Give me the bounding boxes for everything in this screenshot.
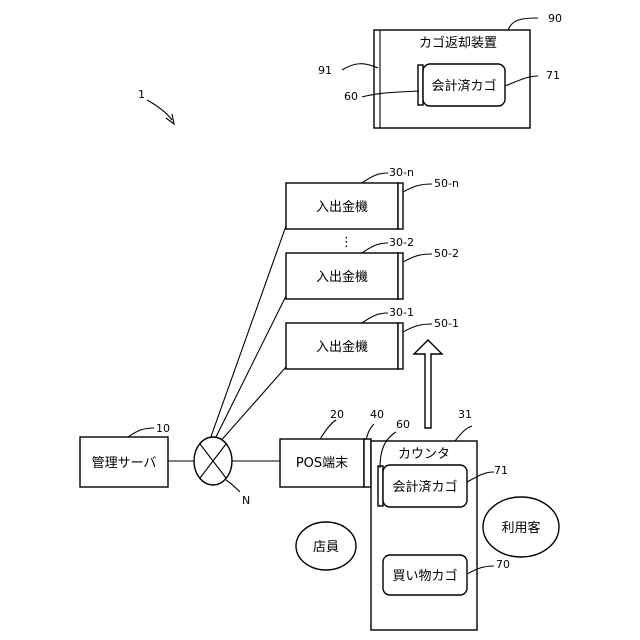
machine-2: 入出金機 [286, 253, 403, 299]
ref-n: N [242, 494, 250, 507]
counter: カウンタ 会計済カゴ 買い物カゴ [371, 441, 477, 630]
ref-71-top: 71 [546, 69, 560, 82]
figure-number: 1 [138, 88, 145, 101]
network-node [194, 437, 232, 485]
return-device: カゴ返却装置 会計済カゴ [374, 30, 530, 128]
leader-40 [366, 424, 374, 440]
ref-50-1: 50-1 [434, 317, 459, 330]
leader-90 [508, 18, 538, 30]
pos-connector [364, 439, 371, 487]
management-server-label: 管理サーバ [92, 456, 157, 471]
ref-71-counter: 71 [494, 464, 508, 477]
ref-20: 20 [330, 408, 344, 421]
leader-50-2 [403, 254, 432, 262]
leader-31 [455, 426, 472, 441]
link-network-machine-2 [213, 296, 286, 443]
ref-50-2: 50-2 [434, 247, 459, 260]
ref-50-n: 50-n [434, 177, 459, 190]
pos-terminal-label: POS端末 [296, 456, 348, 471]
ref-90: 90 [548, 12, 562, 25]
machines-ellipsis: ⋮ [340, 235, 353, 250]
leader-50-1 [403, 324, 432, 332]
customer: 利用客 [483, 497, 559, 557]
machine-1: 入出金機 [286, 323, 403, 369]
leader-30-n [362, 173, 388, 183]
leader-n [226, 480, 240, 492]
machine-n: 入出金機 [286, 183, 403, 229]
ref-30-1: 30-1 [389, 306, 414, 319]
link-network-machine-1 [218, 367, 286, 444]
counter-shopping-basket-label: 買い物カゴ [392, 568, 457, 584]
management-server: 管理サーバ [80, 437, 168, 487]
clerk: 店員 [296, 522, 356, 570]
machine-1-unit [398, 323, 403, 369]
leader-91 [342, 64, 378, 70]
machine-1-label: 入出金機 [316, 339, 368, 355]
leader-20 [320, 420, 336, 439]
leader-10 [128, 428, 154, 437]
ref-40: 40 [370, 408, 384, 421]
counter-paid-basket-label: 会計済カゴ [392, 479, 457, 495]
ref-31: 31 [458, 408, 472, 421]
leader-30-1 [362, 313, 388, 323]
ref-10: 10 [156, 422, 170, 435]
return-device-basket-label: 会計済カゴ [431, 78, 496, 94]
customer-label: 利用客 [501, 520, 540, 536]
ref-60-counter: 60 [396, 418, 410, 431]
ref-30-n: 30-n [389, 166, 414, 179]
machine-2-unit [398, 253, 403, 299]
ref-30-2: 30-2 [389, 236, 414, 249]
machine-n-unit [398, 183, 403, 229]
machine-n-label: 入出金機 [316, 199, 368, 215]
link-network-machine-n [208, 226, 286, 445]
return-device-title: カゴ返却装置 [419, 35, 497, 51]
ref-70: 70 [496, 558, 510, 571]
counter-title: カウンタ [398, 447, 450, 462]
figure-arrow [147, 100, 172, 120]
pos-terminal: POS端末 [280, 439, 371, 487]
leader-30-2 [362, 243, 388, 253]
ref-91: 91 [318, 64, 332, 77]
return-device-tag [418, 65, 423, 105]
figure-arrow-head [166, 114, 174, 124]
clerk-label: 店員 [313, 540, 339, 555]
return-arrow [414, 340, 442, 428]
counter-tag [378, 466, 383, 506]
leader-50-n [403, 184, 432, 192]
ref-60-top: 60 [344, 90, 358, 103]
machine-2-label: 入出金機 [316, 269, 368, 285]
